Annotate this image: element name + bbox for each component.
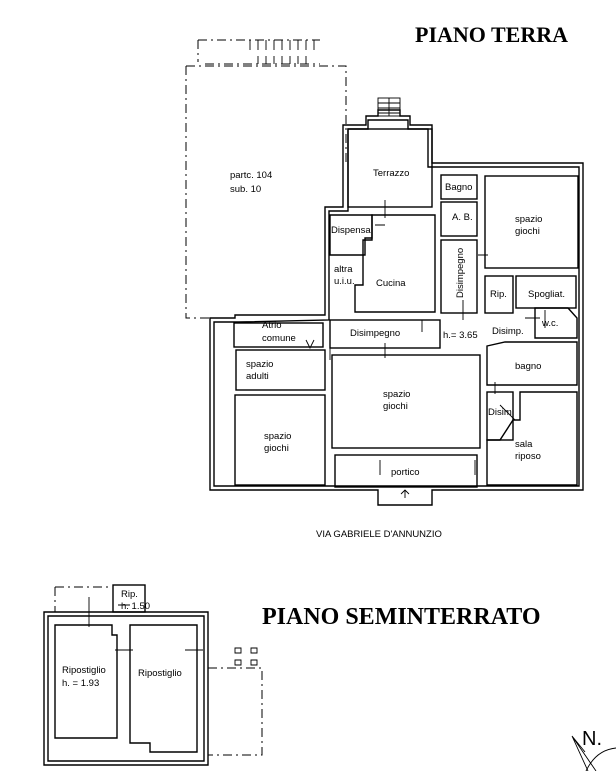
label-dispensa: Dispensa [331, 225, 371, 236]
room-disimpegno-vertical [440, 239, 478, 314]
room-sala-riposo [486, 391, 578, 486]
room-ab [440, 201, 478, 237]
label-disimpegno: Disimpegno [350, 328, 400, 339]
room-ripostiglio-right [129, 624, 198, 753]
label-bagno-top: Bagno [445, 182, 472, 193]
parcel-104-outline [185, 39, 347, 319]
label-disimp: Disimp. [492, 326, 524, 337]
label-bagno: bagno [515, 361, 541, 372]
north-label: N. [582, 728, 602, 750]
label-height: h.= 3.65 [443, 330, 478, 341]
room-bagno-top [440, 174, 478, 200]
north-arrow-icon [571, 735, 616, 771]
label-ripostiglio-left-height: h. = 1.93 [62, 678, 99, 689]
label-spogliat: Spogliat. [528, 289, 565, 300]
label-altra: altra [334, 264, 353, 275]
label-giochi-sw: giochi [264, 443, 289, 454]
label-riposo: riposo [515, 451, 541, 462]
title-piano-seminterrato: PIANO SEMINTERRATO [262, 604, 540, 630]
room-rip [484, 275, 514, 314]
parcel-label: partc. 104 [230, 170, 272, 181]
label-disimpegno-vertical: Disimpegno [455, 248, 466, 298]
label-uiu: u.i.u. [334, 276, 355, 287]
room-wc [534, 307, 578, 339]
label-ab: A. B. [452, 212, 473, 223]
label-spazio-sw: spazio [264, 431, 291, 442]
label-basement-rip: Rip. [121, 589, 138, 600]
label-comune: comune [262, 333, 296, 344]
room-portico [334, 454, 478, 488]
title-piano-terra: PIANO TERRA [415, 22, 568, 47]
label-spazio-adulti: spazio [246, 359, 273, 370]
label-giochi-center: giochi [383, 401, 408, 412]
label-terrazzo: Terrazzo [373, 168, 409, 179]
room-bagno [486, 341, 578, 386]
label-giochi-ne: giochi [515, 226, 540, 237]
label-wc: w.c. [541, 318, 558, 329]
room-cucina [354, 214, 436, 313]
label-spazio-ne: spazio [515, 214, 542, 225]
room-spazio-giochi-center [331, 354, 481, 449]
room-spazio-giochi-ne [484, 175, 579, 269]
label-cucina: Cucina [376, 278, 406, 289]
room-ripostiglio-left [54, 624, 118, 739]
label-adulti: adulti [246, 371, 269, 382]
street-name: VIA GABRIELE D'ANNUNZIO [316, 529, 442, 540]
label-sala: sala [515, 439, 533, 450]
room-spazio-adulti [235, 349, 326, 391]
ground-floor-walls [209, 97, 584, 506]
room-terrazzo [347, 128, 433, 208]
label-disim: Disim. [488, 407, 514, 418]
rooms [221, 128, 579, 498]
label-basement-rip-height: h. 1.50 [121, 601, 150, 612]
label-spazio-center: spazio [383, 389, 410, 400]
basement-walls [43, 584, 263, 766]
label-rip: Rip. [490, 289, 507, 300]
room-atrio [233, 322, 324, 348]
label-atrio: Atrio [262, 320, 282, 331]
room-spazio-giochi-sw [234, 394, 326, 486]
label-ripostiglio-right: Ripostiglio [138, 668, 182, 679]
parcel-sub-label: sub. 10 [230, 184, 261, 195]
label-ripostiglio-left: Ripostiglio [62, 665, 106, 676]
label-portico: portico [391, 467, 420, 478]
